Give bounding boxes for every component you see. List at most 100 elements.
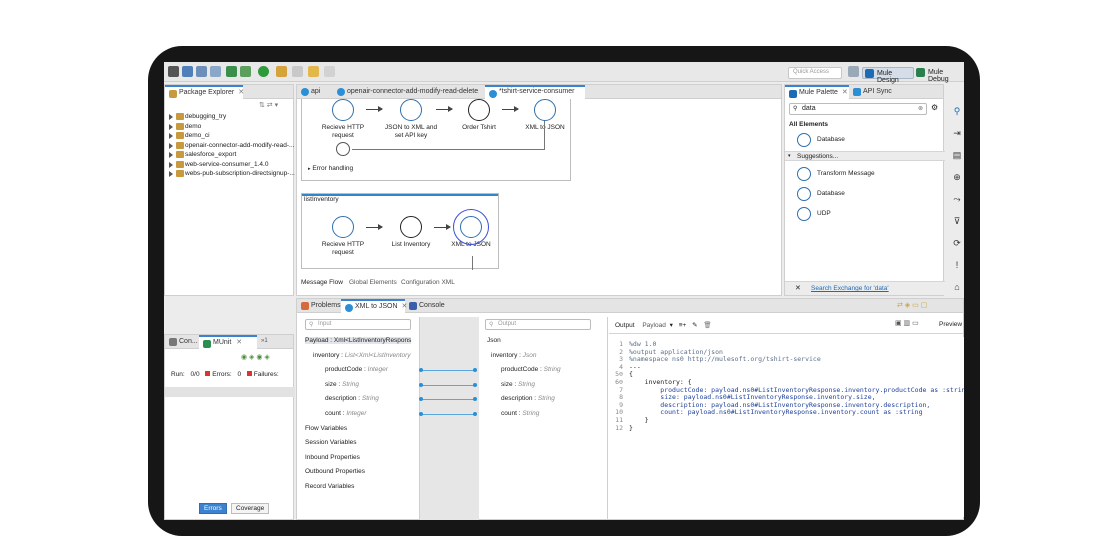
tab-coverage[interactable]: Coverage xyxy=(231,503,270,514)
save-icon[interactable] xyxy=(196,66,207,77)
output-tree-row[interactable]: size : String xyxy=(501,381,535,388)
tab-mule-palette[interactable]: Mule Palette ✕ xyxy=(785,85,849,99)
palette-item[interactable]: Database xyxy=(797,187,845,201)
input-tree-row[interactable]: count : Integer xyxy=(325,410,367,417)
flow-tshirt-service[interactable]: Recieve HTTP request JSON to XML and set… xyxy=(301,99,571,181)
palette-item[interactable]: UDP xyxy=(797,207,831,221)
input-tree-row[interactable]: Payload : Xml<ListInventoryRespons xyxy=(305,337,412,344)
project-item[interactable]: webs-pub-subscription-directsignup-... xyxy=(169,170,295,179)
scope-icon[interactable]: ⊕ xyxy=(953,172,961,182)
http-listener-node[interactable]: Recieve HTTP request xyxy=(312,216,374,257)
project-item[interactable]: demo xyxy=(169,122,201,132)
output-tree-row[interactable]: productCode : String xyxy=(501,366,561,373)
arrow-left-icon[interactable] xyxy=(276,66,287,77)
filter-icon[interactable]: ⊽ xyxy=(953,216,961,226)
input-tree-row[interactable]: Record Variables xyxy=(305,483,354,490)
stop-icon[interactable] xyxy=(324,66,335,77)
tab-munit[interactable]: MUnit ✕ xyxy=(199,335,257,349)
input-tree-row[interactable]: Inbound Properties xyxy=(305,454,360,461)
transform-node[interactable]: JSON to XML and set API key xyxy=(380,99,442,140)
project-item[interactable]: debugging_try xyxy=(169,113,226,122)
perspective-mule-debug[interactable]: Mule Debug xyxy=(914,67,964,83)
tab-tshirt-service-consumer[interactable]: *tshirt-service-consumer xyxy=(485,85,585,99)
flow-list-inventory[interactable]: listInventory Recieve HTTP request List … xyxy=(301,193,499,270)
router-icon[interactable]: ⤳ xyxy=(953,194,961,204)
gear-icon[interactable]: ⚙ xyxy=(931,103,939,112)
input-filter-field[interactable]: ⚲ Input xyxy=(305,319,411,330)
error-handling-toggle[interactable]: ▸ Error handling xyxy=(308,165,354,172)
search-exchange-link[interactable]: Search Exchange for 'data' xyxy=(811,285,889,292)
play-icon[interactable] xyxy=(258,66,269,77)
open-perspective-icon[interactable] xyxy=(848,66,859,77)
input-tree-row[interactable]: Outbound Properties xyxy=(305,468,365,475)
palette-item[interactable]: Transform Message xyxy=(797,167,875,181)
security-icon[interactable]: ⌂ xyxy=(954,282,960,292)
more-tabs-indicator[interactable]: »1 xyxy=(261,338,268,344)
output-tree-row[interactable]: inventory : Json xyxy=(491,352,537,359)
payload-dropdown[interactable]: Payload xyxy=(642,322,666,329)
http-listener-node[interactable]: Recieve HTTP request xyxy=(312,99,374,140)
run-icon[interactable] xyxy=(240,66,251,77)
tab-xml-to-json[interactable]: XML to JSON ✕ xyxy=(341,299,408,313)
perspective-mule-design[interactable]: Mule Design xyxy=(862,67,914,84)
debug-icon[interactable] xyxy=(226,66,237,77)
close-icon[interactable]: ✕ xyxy=(841,89,848,96)
subtab-configuration-xml[interactable]: Configuration XML xyxy=(401,279,455,286)
tab-openair-connector[interactable]: openair-connector-add-modify-read-delete xyxy=(333,85,483,99)
close-icon[interactable]: ✕ xyxy=(236,339,243,346)
close-icon[interactable]: ✕ xyxy=(238,89,245,96)
transform-node-selected[interactable]: XML to JSON xyxy=(444,209,498,249)
edit-icon[interactable]: ✎ xyxy=(692,322,698,329)
search-icon[interactable]: ⚲ xyxy=(953,106,961,116)
input-tree-row[interactable]: productCode : Integer xyxy=(325,366,388,373)
response-node[interactable] xyxy=(312,142,374,156)
view-action-icons[interactable]: ⇄ ◈ ▭ ▢ xyxy=(897,302,928,309)
error-handler-icon[interactable]: ! xyxy=(955,260,959,270)
project-item[interactable]: openair-connector-add-modify-read-... xyxy=(169,141,294,151)
quick-access-input[interactable]: Quick Access xyxy=(788,67,842,79)
save-all-icon[interactable] xyxy=(210,66,221,77)
tab-console-short[interactable]: Con... xyxy=(165,335,199,349)
web-service-consumer-node[interactable]: List Inventory xyxy=(380,216,442,249)
preview-button[interactable]: Preview xyxy=(939,321,963,328)
input-tree-row[interactable]: inventory : List<Xml<ListInventory xyxy=(313,352,411,359)
output-tree-row[interactable]: description : String xyxy=(501,395,555,402)
document-icon[interactable]: ▤ xyxy=(952,150,962,160)
tab-problems[interactable]: Problems xyxy=(297,299,341,313)
clear-icon[interactable]: ⊗ xyxy=(917,106,923,112)
input-tree-row[interactable]: Flow Variables xyxy=(305,425,347,432)
output-tree-row[interactable]: count : String xyxy=(501,410,539,417)
tab-errors[interactable]: Errors xyxy=(199,503,227,514)
munit-action-icons[interactable]: ◉ ◈ ◉ ◈ xyxy=(241,354,270,361)
output-filter-field[interactable]: ⚲ Output xyxy=(485,319,591,330)
layout-toggle-icons[interactable]: ▣ ▥ ▭ xyxy=(895,320,919,327)
web-service-consumer-node[interactable]: Order Tshirt xyxy=(448,99,510,132)
tab-console[interactable]: Console xyxy=(405,299,451,313)
input-tree-row[interactable]: description : String xyxy=(325,395,379,402)
trash-icon[interactable]: 🗑 xyxy=(703,322,712,329)
input-tree-row[interactable]: Session Variables xyxy=(305,439,357,446)
mule-logo-icon[interactable] xyxy=(168,66,179,77)
arrow-right-icon[interactable] xyxy=(292,66,303,77)
transform-node[interactable]: XML to JSON xyxy=(514,99,576,132)
view-menu-icons[interactable]: ⇅ ⇄ ▾ xyxy=(259,102,279,109)
input-tree-row[interactable]: size : String xyxy=(325,381,359,388)
project-item[interactable]: salesforce_export xyxy=(169,151,236,160)
tab-api-sync[interactable]: API Sync xyxy=(849,85,897,99)
subtab-global-elements[interactable]: Global Elements xyxy=(349,279,397,286)
output-tree-row[interactable]: Json xyxy=(487,337,501,344)
palette-search-input[interactable]: ⚲ data ⊗ xyxy=(789,103,927,115)
close-icon[interactable]: ✕ xyxy=(401,303,408,310)
new-icon[interactable] xyxy=(182,66,193,77)
tab-package-explorer[interactable]: Package Explorer ✕ xyxy=(165,85,245,99)
project-item[interactable]: demo_ci xyxy=(169,132,210,141)
transformer-icon[interactable]: ⟳ xyxy=(953,238,961,248)
add-output-icon[interactable]: ≡+ xyxy=(678,322,687,329)
endpoint-icon[interactable]: ⇥ xyxy=(953,128,961,138)
suggestions-header[interactable]: ▾ Suggestions... xyxy=(785,151,945,161)
project-item[interactable]: web-service-consumer_1.4.0 xyxy=(169,160,268,170)
subtab-message-flow[interactable]: Message Flow xyxy=(301,279,343,286)
refresh-icon[interactable] xyxy=(308,66,319,77)
tab-api[interactable]: api xyxy=(297,85,329,99)
